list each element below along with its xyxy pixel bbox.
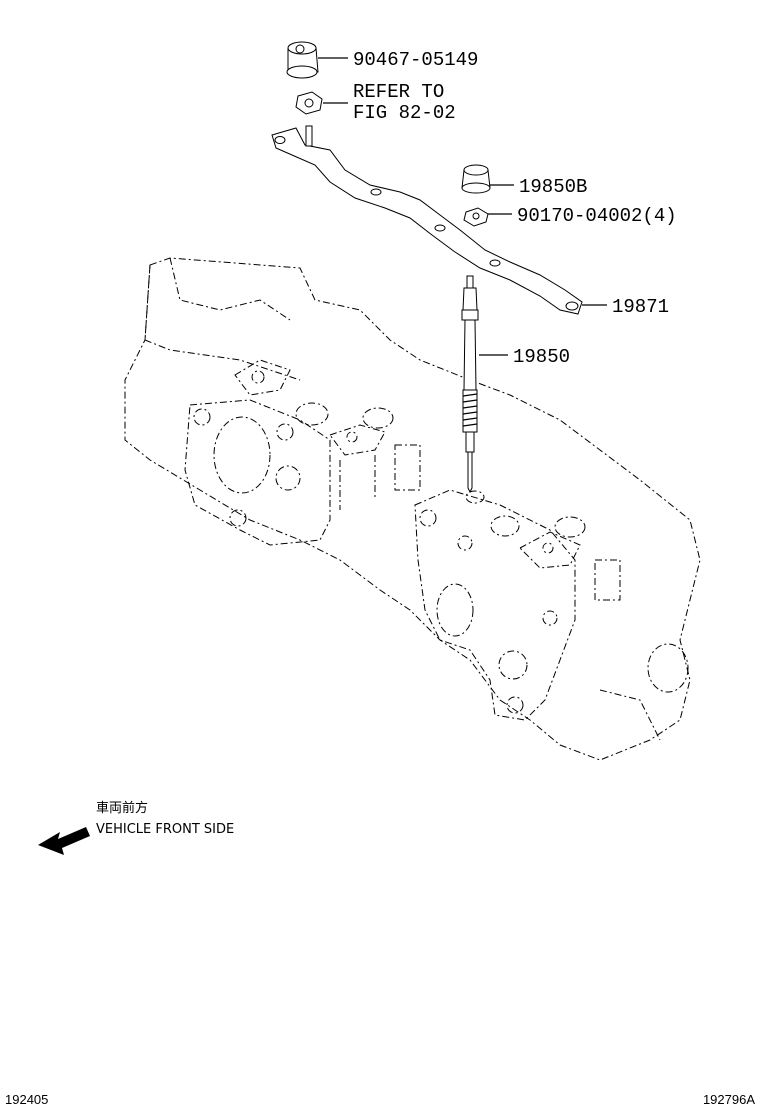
part-number-19850[interactable]: 19850 bbox=[513, 346, 570, 368]
footer-right-code: 192796A bbox=[703, 1092, 755, 1107]
terminal-cap-part[interactable] bbox=[461, 164, 491, 194]
vehicle-front-label: VEHICLE FRONT SIDE bbox=[96, 822, 234, 837]
vehicle-front-jp-label: 車両前方 bbox=[96, 800, 148, 816]
hex-nut-part[interactable] bbox=[295, 91, 323, 115]
part-number-90170[interactable]: 90170-04002(4) bbox=[517, 205, 677, 227]
nut-cap-part[interactable] bbox=[286, 41, 319, 79]
footer-left-code: 192405 bbox=[5, 1092, 48, 1107]
part-number-90467[interactable]: 90467-05149 bbox=[353, 49, 478, 71]
refer-fig-label[interactable]: FIG 82-02 bbox=[353, 102, 456, 124]
part-number-19850b[interactable]: 19850B bbox=[519, 176, 587, 198]
cylinder-head-drawing bbox=[124, 257, 701, 761]
small-nut-part[interactable] bbox=[463, 207, 489, 227]
refer-to-label: REFER TO bbox=[353, 81, 444, 103]
bus-bar-part[interactable] bbox=[271, 125, 583, 315]
part-number-19871[interactable]: 19871 bbox=[612, 296, 669, 318]
arrow-left-icon bbox=[38, 827, 90, 855]
glow-plug-part[interactable] bbox=[461, 275, 479, 494]
